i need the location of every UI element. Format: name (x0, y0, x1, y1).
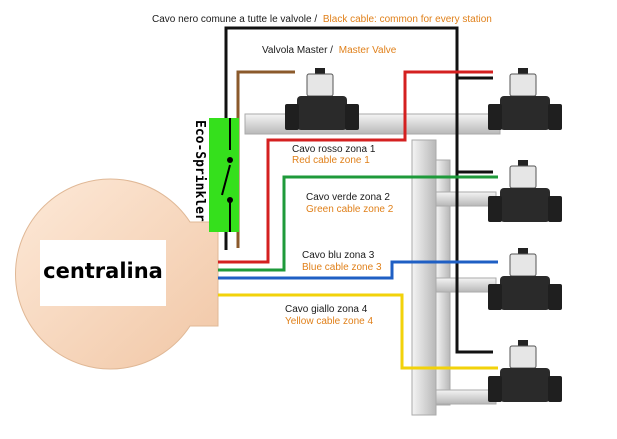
valve-flange (488, 196, 502, 222)
common-cable-label: Cavo nero comune a tutte le valvole / Bl… (152, 14, 492, 25)
valve-body (500, 188, 550, 222)
valve-cap (518, 340, 528, 346)
valve-flange (548, 196, 562, 222)
master-valve-label-en: Master Valve (339, 45, 397, 56)
eco-switch-contact (227, 197, 233, 203)
zone1-label-it: Cavo rosso zona 1 (292, 144, 376, 155)
valve-cap (518, 68, 528, 74)
black-common-wire-drop (455, 78, 493, 354)
zone2-label-en: Green cable zone 2 (306, 204, 394, 215)
valve-cap (518, 248, 528, 254)
valve-solenoid (306, 73, 334, 97)
red-zone1-wire (218, 70, 493, 264)
eco-switch-blade (221, 164, 231, 196)
eco-sprinkler-module: Eco-Sprinkler (192, 118, 239, 232)
zone1-label-en: Red cable zone 1 (292, 155, 370, 166)
valve-flange (488, 104, 502, 130)
labels: Cavo nero comune a tutte le valvole / Bl… (152, 14, 492, 327)
distribution-pipe-vertical (411, 139, 437, 416)
master-valve-label: Valvola Master / Master Valve (262, 45, 397, 56)
green-zone2-wire (218, 175, 498, 272)
yellow-zone4-wire (218, 293, 498, 370)
valve-body (500, 96, 550, 130)
valve-zone3 (488, 248, 562, 310)
eco-sprinkler-label: Eco-Sprinkler (192, 120, 207, 222)
valve-flange (285, 104, 299, 130)
wires (218, 26, 498, 370)
valve-flange (488, 284, 502, 310)
valve-flange (548, 284, 562, 310)
valve-body (297, 96, 347, 130)
controller-label-box (40, 240, 166, 306)
black-common-wire (224, 26, 493, 250)
valve-zone4 (488, 340, 562, 402)
zone4-label-it: Cavo giallo zona 4 (285, 304, 368, 315)
controller-label: centralina (43, 259, 163, 283)
eco-module-box (209, 118, 239, 232)
zone3-label-en: Blue cable zone 3 (302, 262, 382, 273)
branch-pipe-zone2 (435, 191, 497, 207)
valve-solenoid (509, 345, 537, 369)
valve-body (500, 276, 550, 310)
master-valve-label-it: Valvola Master / (262, 45, 333, 56)
master-valve (285, 68, 359, 130)
valve-flange (345, 104, 359, 130)
valve-body (500, 368, 550, 402)
valve-solenoid (509, 165, 537, 189)
main-pipe-horizontal (244, 113, 501, 135)
zone4-label-en: Yellow cable zone 4 (285, 316, 373, 327)
valve-cap (315, 68, 325, 74)
valve-cap (518, 160, 528, 166)
eco-switch-contact (227, 157, 233, 163)
branch-pipe-zone4 (435, 389, 497, 405)
common-cable-label-en: Black cable: common for every station (323, 14, 492, 25)
valve-zone1 (488, 68, 562, 130)
blue-zone3-wire (218, 260, 498, 280)
valve-flange (548, 104, 562, 130)
branch-pipe-zone3 (435, 277, 497, 293)
valve-solenoid (509, 73, 537, 97)
valve-solenoid (509, 253, 537, 277)
zone3-label-it: Cavo blu zona 3 (302, 250, 375, 261)
common-cable-label-it: Cavo nero comune a tutte le valvole / (152, 14, 317, 25)
valve-flange (488, 376, 502, 402)
valve-flange (548, 376, 562, 402)
controller: centralina (14, 178, 219, 370)
zone2-label-it: Cavo verde zona 2 (306, 192, 390, 203)
valve-zone2 (488, 160, 562, 222)
